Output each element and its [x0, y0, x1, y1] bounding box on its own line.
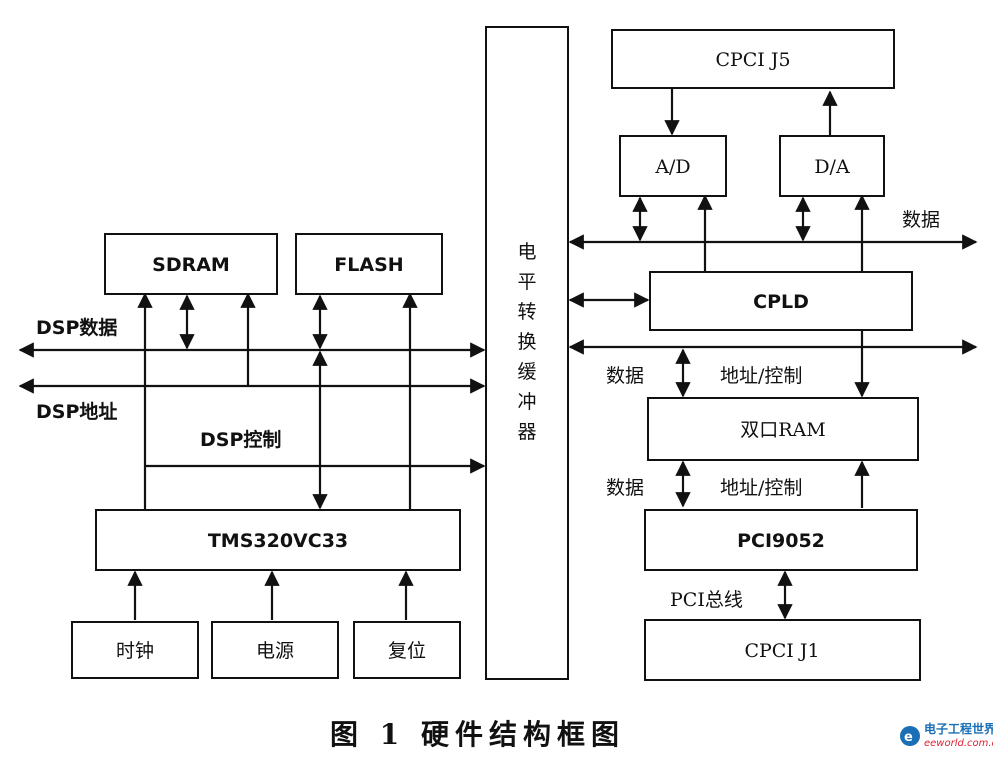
- eeworld-logo: e 电子工程世界 eeworld.com.cn: [900, 721, 993, 749]
- data-label-2: 数据: [606, 477, 644, 499]
- buffer-char-2: 平: [517, 271, 536, 293]
- right-data-label: 数据: [902, 209, 940, 231]
- dual-port-ram-label: 双口RAM: [740, 419, 825, 441]
- pci9052-label: PCI9052: [737, 530, 825, 552]
- address-control-label-2: 地址/控制: [720, 477, 802, 499]
- cpld-label: CPLD: [753, 291, 809, 313]
- pci-bus-label: PCI总线: [670, 589, 743, 611]
- address-control-label-1: 地址/控制: [720, 365, 802, 387]
- eeworld-logo-name: 电子工程世界: [924, 721, 993, 736]
- cpci-j1-box: CPCI J1: [644, 619, 921, 681]
- clock-label: 时钟: [116, 640, 154, 662]
- cpci-j5-label: CPCI J5: [715, 49, 790, 71]
- dsp-control-label: DSP控制: [200, 428, 281, 451]
- cpld-box: CPLD: [649, 271, 913, 331]
- tms320vc33-label: TMS320VC33: [208, 530, 348, 552]
- dsp-address-label: DSP地址: [36, 400, 117, 423]
- ad-label: A/D: [654, 156, 690, 178]
- power-box: 电源: [211, 621, 339, 679]
- da-box: D/A: [779, 135, 885, 197]
- clock-box: 时钟: [71, 621, 199, 679]
- level-shift-buffer-box: 电 平 转 换 缓 冲 器: [485, 26, 569, 680]
- reset-box: 复位: [353, 621, 461, 679]
- tms320vc33-box: TMS320VC33: [95, 509, 461, 571]
- buffer-char-5: 缓: [517, 361, 536, 383]
- cpci-j5-box: CPCI J5: [611, 29, 895, 89]
- figure-caption: 图 1 硬件结构框图: [330, 718, 625, 751]
- ad-box: A/D: [619, 135, 727, 197]
- da-label: D/A: [814, 156, 850, 178]
- eeworld-logo-icon: [900, 726, 920, 746]
- dual-port-ram-box: 双口RAM: [647, 397, 919, 461]
- reset-label: 复位: [388, 640, 426, 662]
- pci9052-box: PCI9052: [644, 509, 918, 571]
- svg-text:e: e: [904, 730, 913, 745]
- buffer-char-4: 换: [517, 331, 536, 353]
- buffer-char-7: 器: [517, 421, 536, 443]
- power-label: 电源: [256, 640, 294, 662]
- eeworld-logo-url: eeworld.com.cn: [924, 738, 993, 749]
- flash-box: FLASH: [295, 233, 443, 295]
- cpci-j1-label: CPCI J1: [744, 640, 819, 662]
- dsp-data-label: DSP数据: [36, 316, 117, 339]
- sdram-label: SDRAM: [152, 254, 230, 276]
- data-label-1: 数据: [606, 365, 644, 387]
- buffer-char-3: 转: [517, 301, 536, 323]
- sdram-box: SDRAM: [104, 233, 278, 295]
- buffer-char-6: 冲: [517, 391, 536, 413]
- flash-label: FLASH: [334, 254, 403, 276]
- buffer-char-1: 电: [517, 241, 536, 263]
